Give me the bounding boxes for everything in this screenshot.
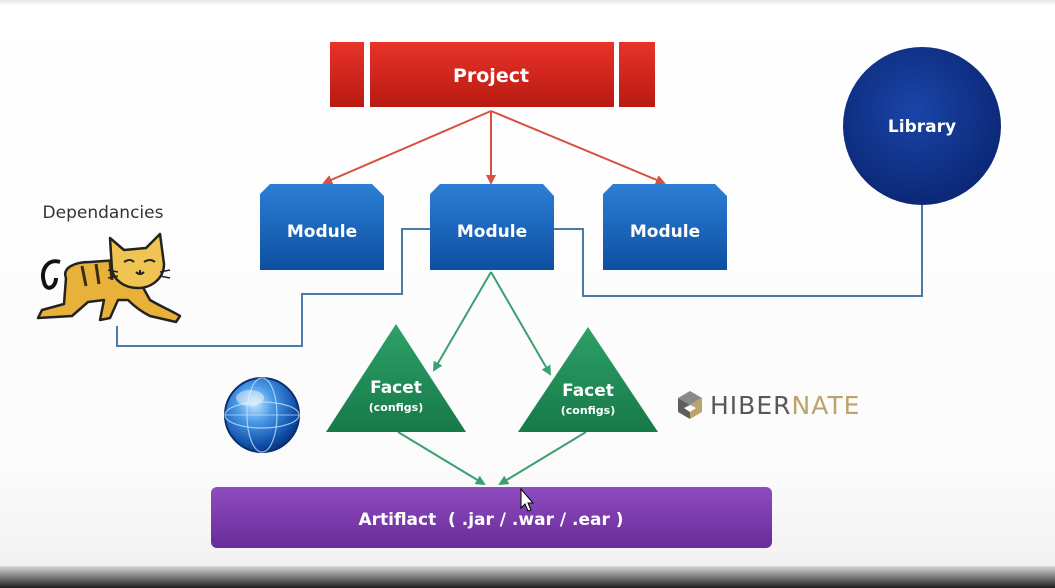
facet-sublabel-right: (configs)	[561, 404, 616, 417]
arrow-module-facet-left	[432, 271, 492, 372]
arrow-project-module-right	[490, 110, 666, 185]
mouse-cursor-icon	[520, 487, 535, 512]
project-node: Project	[330, 42, 655, 107]
facet-label-right: Facet	[562, 381, 614, 401]
connector-library-to-module	[553, 204, 923, 297]
library-label: Library	[888, 117, 956, 137]
artifact-node: Artiflact ( .jar / .war / .ear )	[211, 487, 772, 548]
arrow-module-facet-right	[490, 271, 552, 376]
connector-lines	[116, 204, 923, 347]
bottom-edge	[0, 566, 1055, 588]
dependencies-label: Dependancies	[43, 203, 164, 223]
arrow-facet-left-artifact	[397, 431, 486, 486]
globe-icon	[224, 377, 300, 453]
module-node-right: Module	[603, 184, 727, 270]
arrow-facet-right-artifact	[498, 431, 587, 486]
project-arrows	[322, 110, 666, 185]
facet-node-left: Facet (configs)	[326, 324, 466, 432]
facet-sublabel-left: (configs)	[369, 401, 424, 414]
facet-node-right: Facet (configs)	[518, 327, 658, 432]
top-edge	[0, 0, 1055, 6]
hibernate-logo-icon: HIBERNATE	[678, 391, 860, 420]
project-label: Project	[453, 65, 529, 87]
module-label-left: Module	[287, 222, 357, 242]
hibernate-wordmark-part1: HIBER	[710, 391, 792, 420]
tomcat-cat-icon	[36, 232, 182, 324]
library-node: Library	[843, 47, 1001, 205]
module-label-center: Module	[457, 222, 527, 242]
facet-arrows	[397, 271, 587, 486]
arrow-project-module-left	[322, 110, 492, 185]
module-label-right: Module	[630, 222, 700, 242]
connector-dependencies-to-module	[116, 228, 430, 347]
facet-label-left: Facet	[370, 378, 422, 398]
hibernate-wordmark-part2: NATE	[792, 391, 861, 420]
hibernate-wordmark: HIBERNATE	[710, 391, 860, 420]
module-node-left: Module	[260, 184, 384, 270]
module-node-center: Module	[430, 184, 554, 270]
artifact-label: Artiflact ( .jar / .war / .ear )	[358, 510, 623, 530]
